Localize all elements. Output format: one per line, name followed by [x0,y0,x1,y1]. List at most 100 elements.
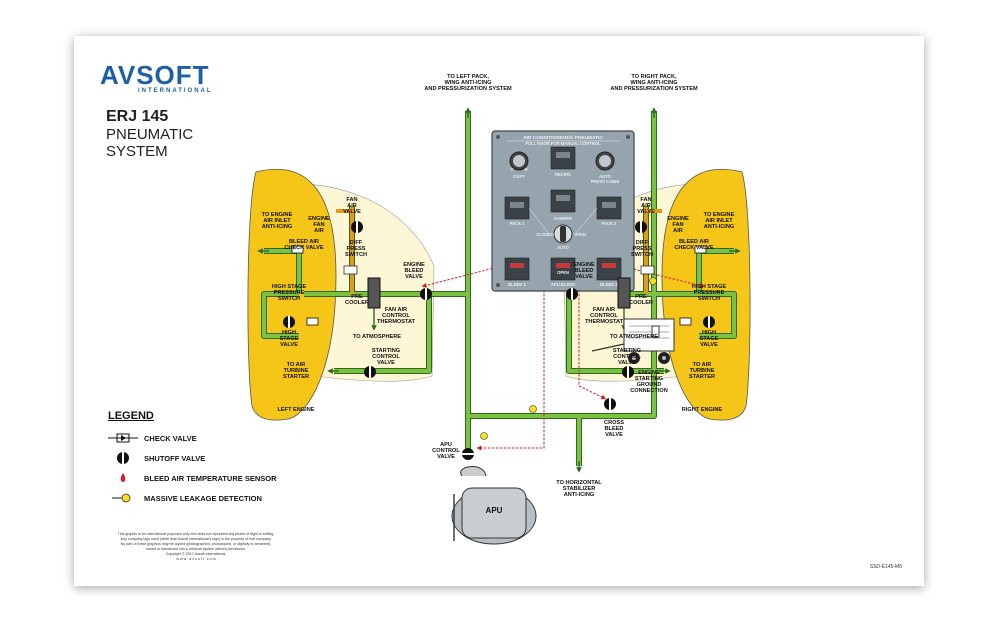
fav-l-1: FAN [346,197,357,203]
dps-r-1: DIFF [636,240,649,246]
bcv-l-1: BLEED AIR [289,239,319,245]
legend-label-leak: MASSIVE LEAKAGE DETECTION [144,493,262,503]
panel-bleed2: BLEED 2 [600,282,618,287]
panel-title: AIR CONDITIONIONG/ PNEUMATIC [523,135,603,141]
panel-apu-bleed-btn: OPEN [557,270,569,275]
ebv-l-1: ENGINE [403,262,425,268]
disclaimer-line: Any company logo used (other than Avsoft… [120,537,272,541]
fav-r-1: FAN [640,197,651,203]
ground-cart [591,318,675,364]
hstab-1: TO HORIZONTAL [556,480,602,486]
hsp-r-1: HIGH STAGE [692,284,727,290]
legend-temp-sensor: BLEED AIR TEMPERATURE SENSOR [108,468,277,488]
to-left-pack-2: WING ANTI-ICING [444,80,491,86]
inlet-l-1: TO ENGINE [262,212,293,218]
gnd-2: STARTING [635,376,663,382]
apu-label: APU [486,506,503,515]
xbv-3: VALVE [605,432,623,438]
pre-r-2: COOLER [629,300,653,306]
disclaimer-line: Copyright © 2017 Avsoft International. [165,552,227,556]
hsp-r-2: PRESSURE [694,290,725,296]
doc-id: SSD-E145-M6 [869,564,902,570]
pre-r-1: PRE [635,294,647,300]
scv-l-1: STARTING [372,348,400,354]
panel-knob-right-2: PRESS CABIN [591,179,620,184]
leak-detector-icon [112,493,131,503]
legend-label-check: CHECK VALVE [144,433,197,443]
fact-r-3: THERMOSTAT [585,319,624,325]
panel-closed: CLOSED [536,232,553,237]
panel-auto: AUTO [557,245,570,250]
ats-l-2: TURBINE [284,368,309,374]
ebv-l-2: BLEED [405,268,424,274]
ebv-r-1: ENGINE [573,262,595,268]
fact-l-2: CONTROL [382,313,410,319]
panel-subtitle: PULL KNOB FOR MANUAL CONTROL [525,141,601,146]
panel-open: OPEN [574,232,586,237]
bcv-l-2: CHECK VALVE [284,245,324,251]
fact-l-1: FAN AIR [385,307,407,313]
ats-r-1: TO AIR [693,362,712,368]
disclaimer-line: w w w . a v s o f t . c o m [176,557,216,561]
logo-main: AVSOFT [100,60,210,90]
hsp-l-2: PRESSURE [274,290,305,296]
fanair-l-3: AIR [314,228,324,234]
hsv-r-3: VALVE [700,342,718,348]
pre-l-2: COOLER [345,300,369,306]
legend-check-valve: CHECK VALVE [108,428,277,448]
dps-l-1: DIFF [350,240,363,246]
apucv-3: VALVE [437,454,455,460]
fact-l-3: THERMOSTAT [377,319,416,325]
fact-r-2: CONTROL [590,313,618,319]
fav-l-2: AIR [347,203,357,209]
ebv-r-3: VALVE [575,274,593,280]
title-line2: SYSTEM [106,143,168,160]
ebv-r-2: BLEED [575,268,594,274]
page-title: ERJ 145 PNEUMATIC SYSTEM [106,108,193,160]
control-panel [491,130,635,292]
fact-r-1: FAN AIR [593,307,615,313]
ats-r-2: TURBINE [690,368,715,374]
inlet-r-1: TO ENGINE [704,212,735,218]
disclaimer-line: No part of these graphics may be copied … [120,542,272,546]
logo-sub: INTERNATIONAL [138,88,213,94]
right-engine-label: RIGHT ENGINE [682,407,723,413]
shutoff-valve-icon [117,452,129,464]
to-right-pack-2: WING ANTI-ICING [630,80,677,86]
panel-knob-right-1: AUTO [599,174,612,179]
panel-recirc: RECIRC [555,172,571,177]
legend-label-sensor: BLEED AIR TEMPERATURE SENSOR [144,473,277,483]
panel-knob-mark-c: C [510,167,513,172]
panel-pack1: PACK 1 [509,221,525,226]
fanair-r-2: FAN [672,222,683,228]
labels-layer: TO LEFT PACK, WING ANTI-ICING AND PRESSU… [262,74,735,515]
bcv-r-2: CHECK VALVE [674,245,714,251]
hsv-r-1: HIGH [702,330,716,336]
to-left-pack-1: TO LEFT PACK, [447,74,489,80]
panel-bleed1: BLEED 1 [508,282,526,287]
bcv-r-1: BLEED AIR [679,239,709,245]
xbv-2: BLEED [605,426,624,432]
panel-knob-mark-h: H [524,167,527,172]
scv-r-3: VALVE [618,360,636,366]
inlet-l-3: ANTI-ICING [262,224,292,230]
fav-r-2: AIR [641,203,651,209]
xbv-1: CROSS [604,420,624,426]
panel-damper: DAMPER [554,216,572,221]
dps-r-2: PRESS [633,246,652,252]
gnd-4: CONNECTION [630,388,668,394]
hstab-2: STABILIZER [563,486,596,492]
ats-l-1: TO AIR [287,362,306,368]
ebv-l-3: VALVE [405,274,423,280]
dps-r-3: SWITCH [631,252,653,258]
disclaimer-line: This graphic is for instructional purpos… [117,532,275,536]
hsv-l-2: STAGE [280,336,299,342]
legend-label-shutoff: SHUTOFF VALVE [144,453,206,463]
inlet-r-3: ANTI-ICING [704,224,734,230]
avsoft-logo: AVSOFT INTERNATIONAL [100,62,213,94]
to-left-pack-3: AND PRESSURIZATION SYSTEM [424,86,512,92]
scv-l-2: CONTROL [372,354,400,360]
scv-r-1: STARTING [613,348,641,354]
hstab-3: ANTI-ICING [564,492,594,498]
hsp-r-3: SWITCH [698,296,720,302]
